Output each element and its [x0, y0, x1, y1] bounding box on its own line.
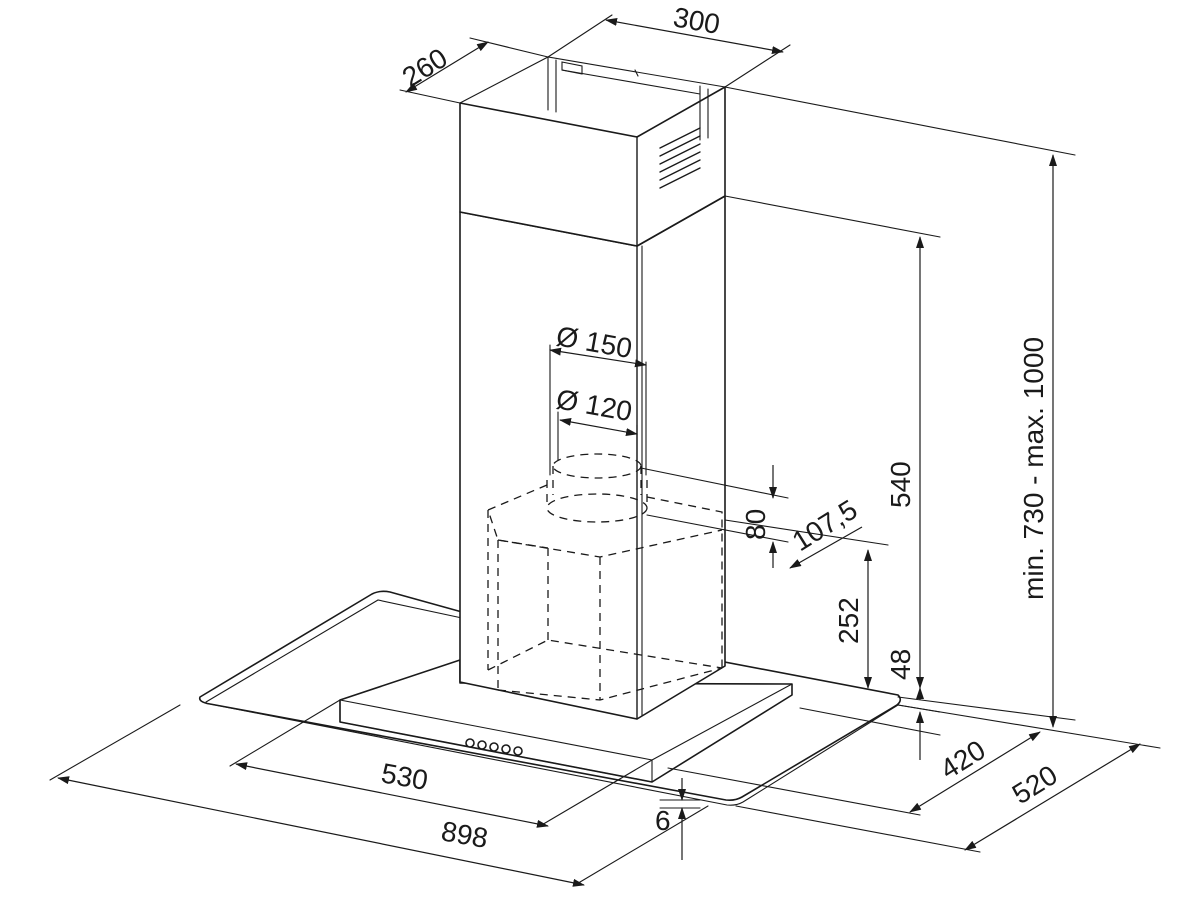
upper-chimney — [459, 56, 726, 247]
dim-540: 540 — [885, 461, 916, 508]
dim-6: 6 — [655, 805, 671, 836]
hidden-motor-outline — [487, 453, 723, 701]
dimension-lines — [49, 14, 1161, 887]
dim-252: 252 — [833, 597, 864, 644]
control-button-icon[interactable] — [477, 740, 487, 750]
dim-530: 530 — [379, 757, 430, 796]
dim-48: 48 — [885, 649, 916, 680]
dim-300: 300 — [671, 1, 722, 40]
dim-730-1000: min. 730 - max. 1000 — [1018, 337, 1049, 600]
dim-520: 520 — [1007, 759, 1063, 810]
dim-898: 898 — [439, 815, 490, 854]
control-button-icon[interactable] — [501, 744, 511, 754]
dim-420: 420 — [935, 734, 991, 785]
control-button-icon[interactable] — [489, 742, 499, 752]
control-buttons — [465, 738, 523, 756]
dim-80: 80 — [740, 509, 771, 540]
control-button-icon[interactable] — [513, 746, 523, 756]
lower-chimney — [459, 195, 726, 720]
vent-grille-icon — [659, 127, 701, 189]
control-button-icon[interactable] — [465, 738, 475, 748]
dim-260: 260 — [397, 42, 453, 93]
